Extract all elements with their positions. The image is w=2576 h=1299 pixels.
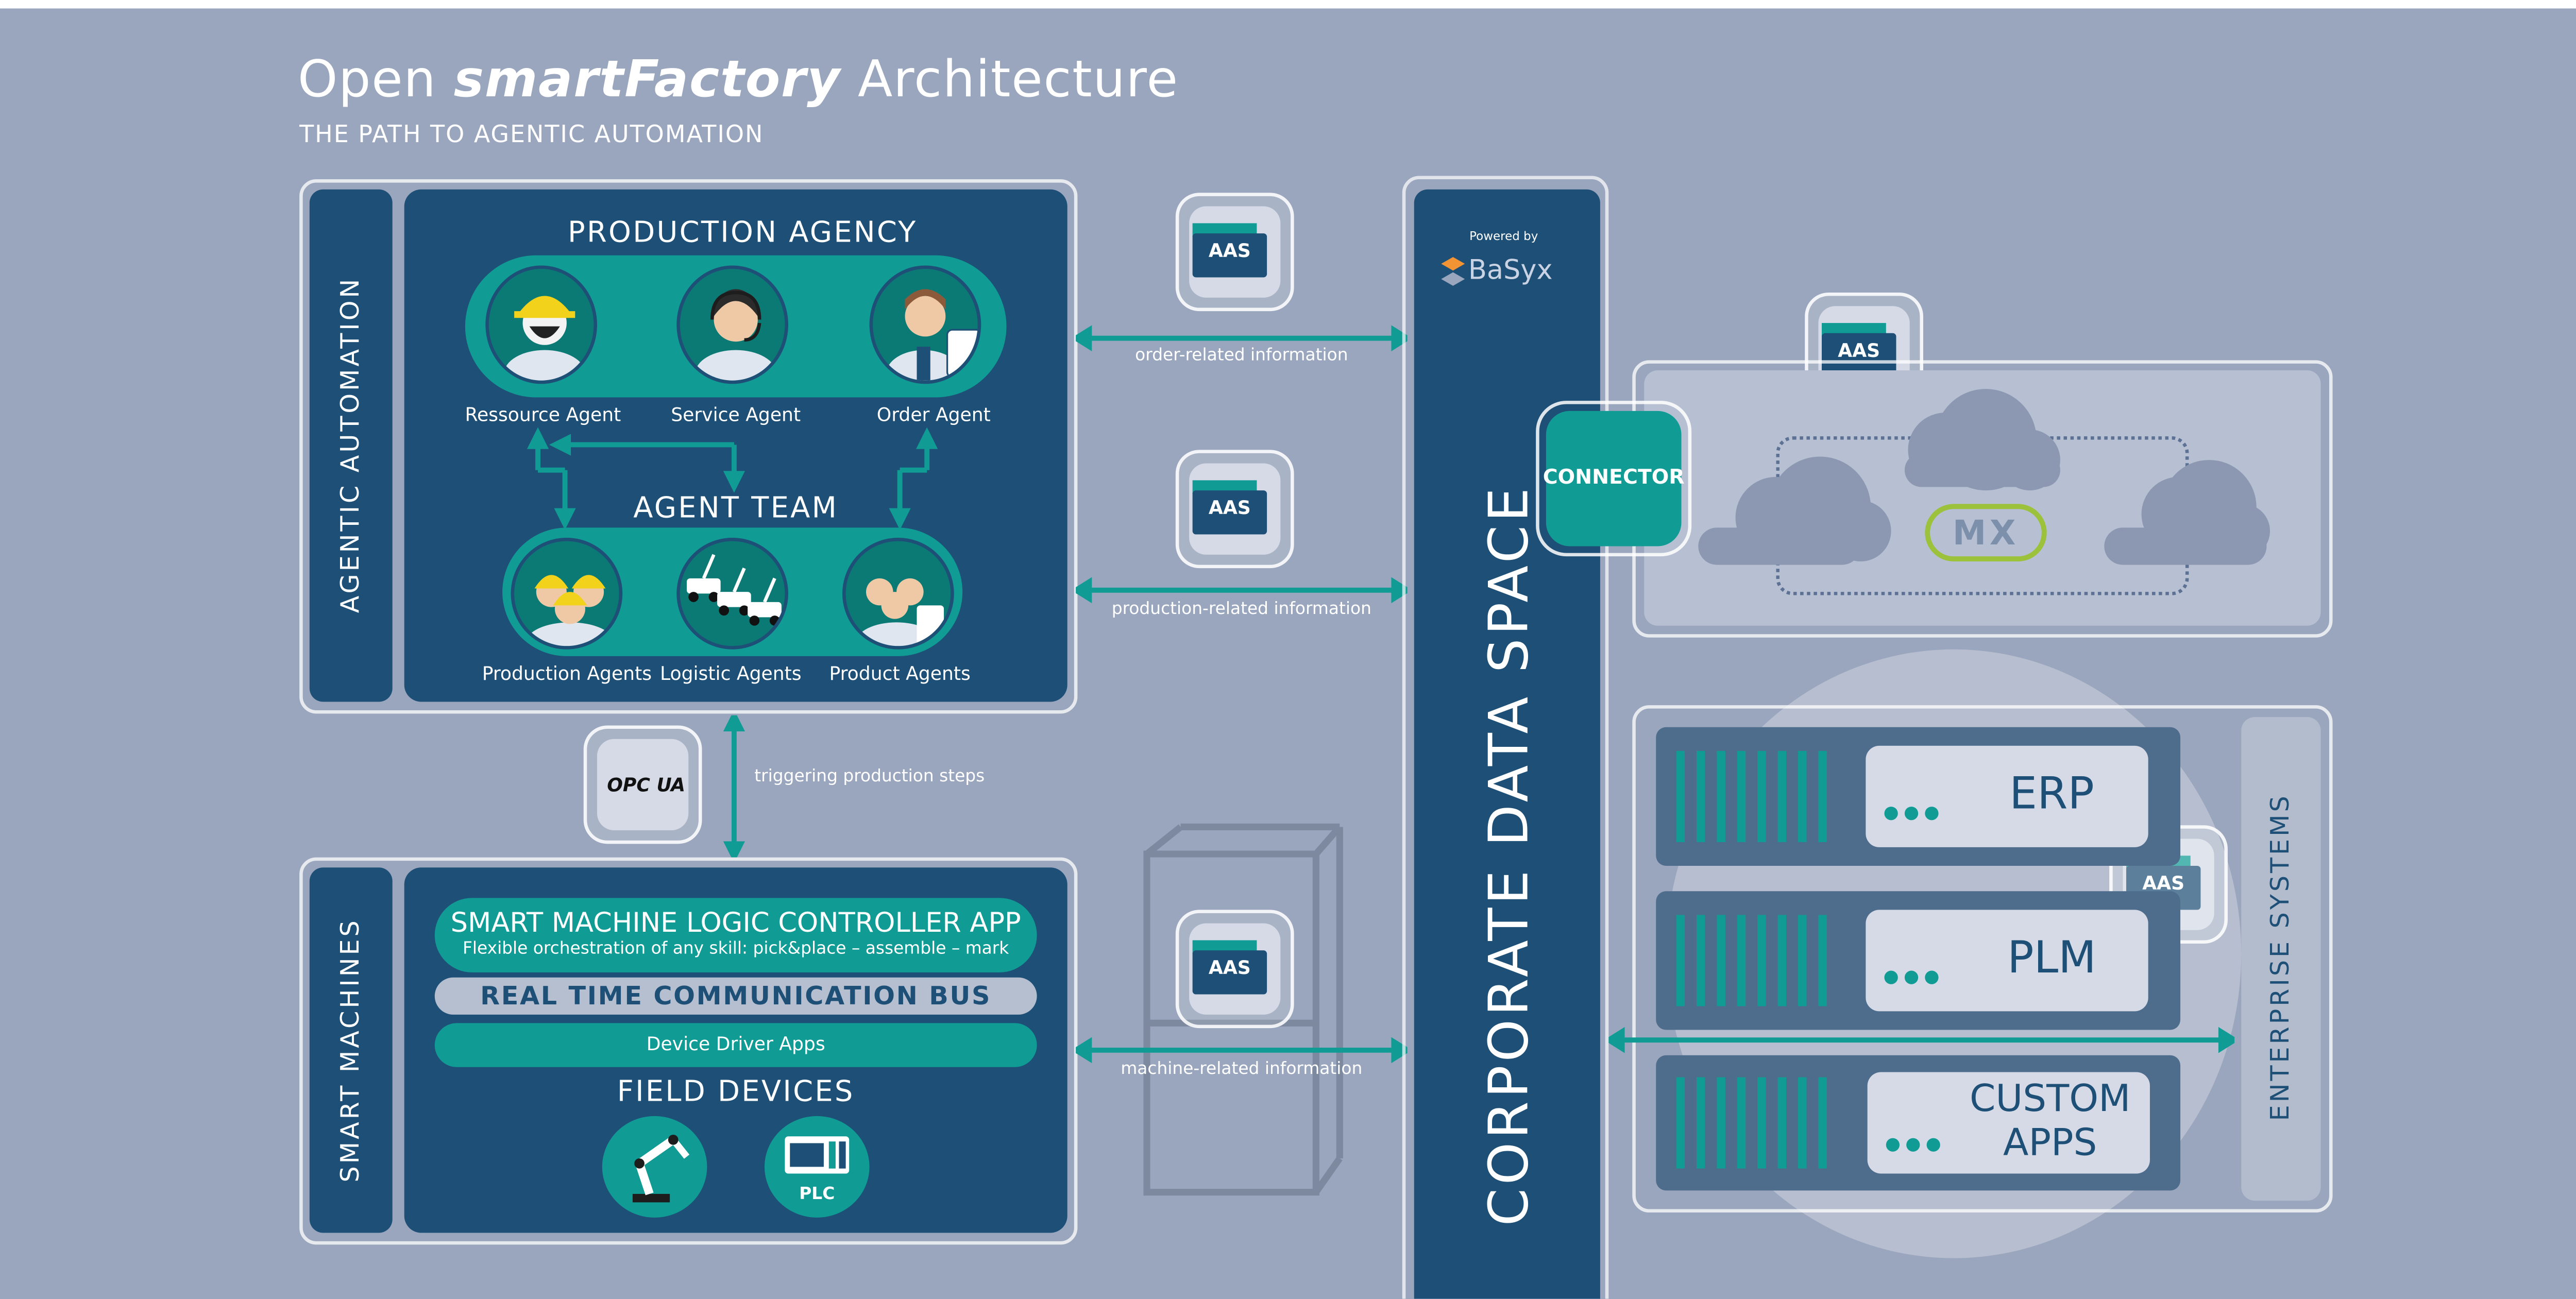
smart-machines-side-bar <box>309 867 393 1233</box>
plc-label: PLC <box>799 1185 835 1204</box>
order-flow-arrow <box>1076 325 1408 351</box>
opcua-badge: OPC UA <box>583 725 702 844</box>
dots-icon <box>1884 1115 1942 1165</box>
cloud-icon <box>1904 389 2060 491</box>
erp-panel: ERP <box>1866 745 2148 847</box>
agentic-automation-block <box>299 179 1078 714</box>
enterprise-side-label: ENTERPRISE SYSTEMS <box>2265 793 2296 1121</box>
production-flow-arrow <box>1076 577 1408 604</box>
cloud-icon <box>1698 456 1891 565</box>
aas-folder-icon: AAS <box>1838 339 1880 362</box>
page-subtitle: THE PATH TO AGENTIC AUTOMATION <box>299 122 764 149</box>
connector-label: CONNECTOR <box>1543 465 1685 489</box>
title-brand: smartFactory <box>453 50 841 110</box>
team-agent-label: Logistic Agents <box>660 663 802 685</box>
robot-arm-icon <box>632 1135 690 1203</box>
machine-flow-label: machine-related information <box>1121 1060 1363 1079</box>
headset-icon <box>695 289 776 381</box>
aas-folder-icon: AAS <box>2142 873 2185 895</box>
agent-team-title: AGENT TEAM <box>633 492 839 526</box>
data-space-outline <box>1402 176 1609 1299</box>
aas-badge-production: AAS <box>1175 450 1294 569</box>
plc-icon <box>785 1136 850 1174</box>
connector-outline <box>1536 401 1692 557</box>
agentic-side-bar <box>309 189 393 702</box>
team-agent-label: Product Agents <box>829 663 971 685</box>
aas-folder-icon: AAS <box>1208 240 1251 262</box>
agency-agent-label: Order Agent <box>876 404 991 426</box>
product-agents-avatar <box>842 538 954 649</box>
dots-icon <box>1883 783 1940 833</box>
cloud-icons <box>1698 389 2270 565</box>
server-slots-icon <box>1676 915 1827 1006</box>
plc-device: PLC <box>765 1116 870 1218</box>
aas-badge-cloud: AAS <box>1805 292 1923 411</box>
device-driver-apps: Device Driver Apps <box>434 1023 1037 1067</box>
enterprise-block <box>1632 705 2333 1213</box>
trigger-arrow <box>723 715 745 858</box>
team-agent-label: Production Agents <box>482 663 652 685</box>
custom-apps-label: CUSTOM APPS <box>1969 1079 2131 1166</box>
production-flow-label: production-related information <box>1111 600 1371 619</box>
field-devices-title: FIELD DEVICES <box>617 1075 855 1109</box>
production-agency-title: PRODUCTION AGENCY <box>568 216 918 250</box>
dots-icon <box>1883 947 1940 998</box>
connector-box <box>1546 411 1682 546</box>
order-flow-label: order-related information <box>1135 347 1348 366</box>
aas-folder-icon: AAS <box>1208 497 1251 519</box>
service-agent-avatar <box>676 265 788 384</box>
smart-machines-side-label: SMART MACHINES <box>335 918 366 1183</box>
aas-badge-machine: AAS <box>1175 910 1294 1029</box>
tablet-icon <box>856 578 944 646</box>
opcua-logo-icon: OPC UA <box>607 774 686 797</box>
hardhat-worker-icon <box>526 575 614 646</box>
data-space-column <box>1414 189 1600 1299</box>
machine-flow-arrow <box>1076 1037 1408 1064</box>
tablet-icon <box>886 289 978 381</box>
server-slots-icon <box>1676 1077 1827 1169</box>
enterprise-side-bar <box>2241 717 2321 1201</box>
page-title: Open smartFactory Architecture <box>298 50 1179 110</box>
order-agent-avatar <box>869 265 981 384</box>
plm-panel: PLM <box>1866 910 2148 1012</box>
robot-arm-device <box>602 1116 707 1218</box>
agency-agent-label: Ressource Agent <box>465 404 621 426</box>
logic-controller-title: SMART MACHINE LOGIC CONTROLLER APP <box>450 906 1021 939</box>
logistic-agents-avatar <box>676 538 788 649</box>
custom-apps-panel: CUSTOM APPS <box>1867 1072 2150 1174</box>
agency-team-arrows <box>527 427 938 528</box>
machine-frame-illustration <box>1143 823 1343 1196</box>
cloud-icon <box>2104 460 2270 565</box>
production-agents-avatar <box>511 538 623 649</box>
basyx-logo-text: BaSyx <box>1468 253 1553 286</box>
aas-folder-icon: AAS <box>1208 957 1251 979</box>
server-slots-icon <box>1676 750 1827 843</box>
agency-agent-label: Service Agent <box>671 404 801 426</box>
aas-badge-order: AAS <box>1175 193 1294 312</box>
title-prefix: Open <box>297 50 437 110</box>
title-suffix: Architecture <box>857 50 1179 110</box>
erp-label: ERP <box>2009 769 2094 821</box>
robot-vehicle-icon <box>686 554 782 626</box>
communication-bus: REAL TIME COMMUNICATION BUS <box>434 977 1037 1015</box>
agentic-side-label: AGENTIC AUTOMATION <box>335 276 366 613</box>
corporate-data-space-label: CORPORATE DATA SPACE <box>1477 484 1541 1226</box>
basyx-logo-icon <box>1441 257 1465 286</box>
mx-logo-icon: MX <box>1925 504 2047 562</box>
enterprise-flow-arrow <box>1608 1027 2235 1053</box>
ressource-agent-avatar <box>485 265 597 384</box>
hardhat-worker-icon <box>504 296 585 381</box>
top-border <box>0 0 2576 9</box>
trigger-label: triggering production steps <box>754 767 985 787</box>
plm-label: PLM <box>2007 933 2096 984</box>
logic-controller-subtitle: Flexible orchestration of any skill: pic… <box>463 940 1009 959</box>
powered-by-label: Powered by <box>1469 230 1538 244</box>
logic-controller-app: SMART MACHINE LOGIC CONTROLLER APP Flexi… <box>434 898 1037 972</box>
